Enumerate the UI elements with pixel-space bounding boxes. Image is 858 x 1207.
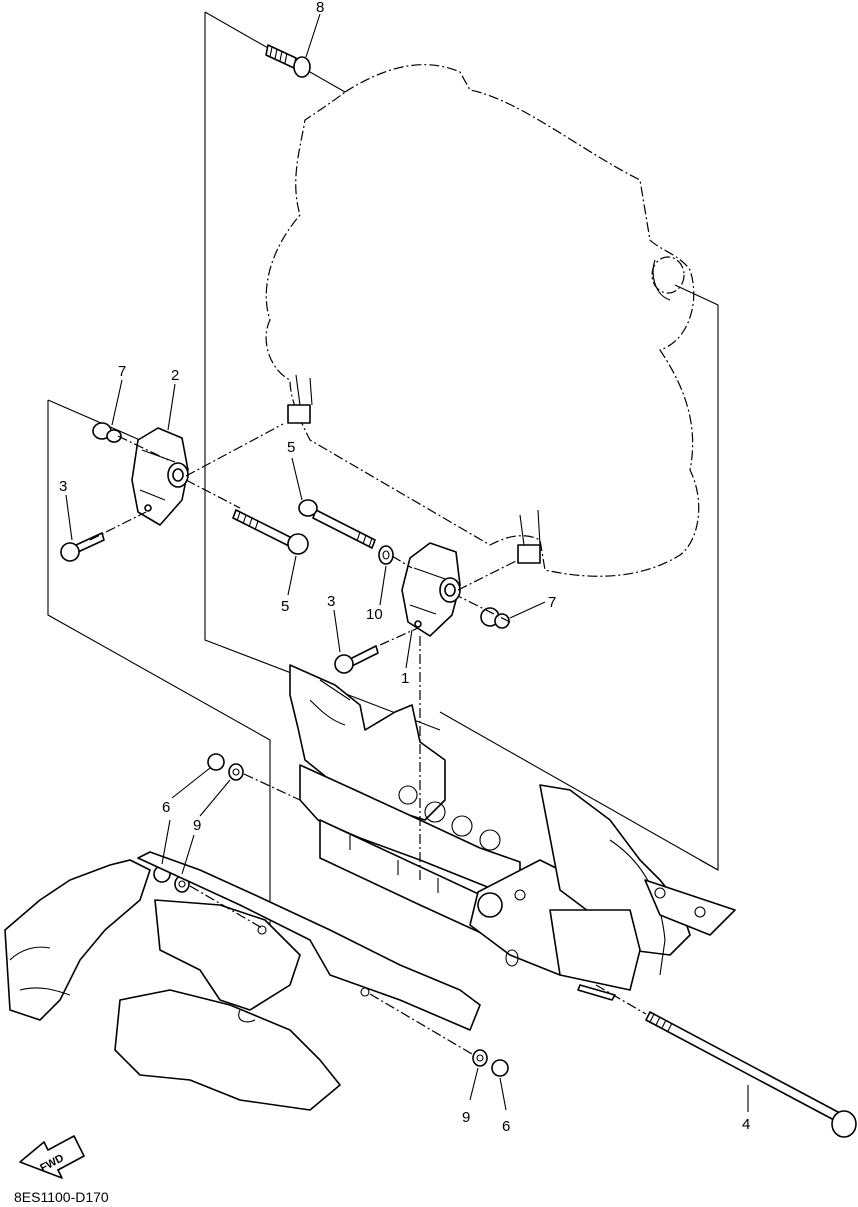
callout-10: 10 (366, 606, 383, 623)
engine-mount-bracket-left (131, 427, 189, 526)
callout-5-upper: 5 (287, 439, 295, 456)
frame-lines (47, 11, 719, 930)
callout-8-top: 8 (316, 0, 324, 16)
callout-labels: 8 7 2 3 5 5 3 10 7 1 6 9 9 6 4 (59, 0, 750, 1135)
callout-6-lower: 6 (502, 1118, 510, 1135)
callout-9-upper: 9 (193, 817, 201, 834)
callout-7-left: 7 (118, 363, 126, 380)
engine-mount-bracket-center (401, 542, 461, 637)
callout-3-left: 3 (59, 478, 67, 495)
leader-lines (65, 13, 749, 1112)
callout-3-mid: 3 (327, 593, 335, 610)
drawing-code: 8ES1100-D170 (14, 1189, 109, 1205)
callout-7-right: 7 (548, 594, 556, 611)
callout-2: 2 (171, 367, 179, 384)
callout-1: 1 (401, 670, 409, 687)
engine-outline (265, 64, 700, 577)
fasteners (60, 44, 857, 1138)
callout-5-lower: 5 (281, 598, 289, 615)
callout-6-upper: 6 (162, 799, 170, 816)
fwd-arrow-icon: FWD (19, 1135, 85, 1179)
callout-4: 4 (742, 1116, 750, 1133)
callout-9-lower: 9 (462, 1109, 470, 1126)
engine-bed-assembly (4, 664, 736, 1111)
